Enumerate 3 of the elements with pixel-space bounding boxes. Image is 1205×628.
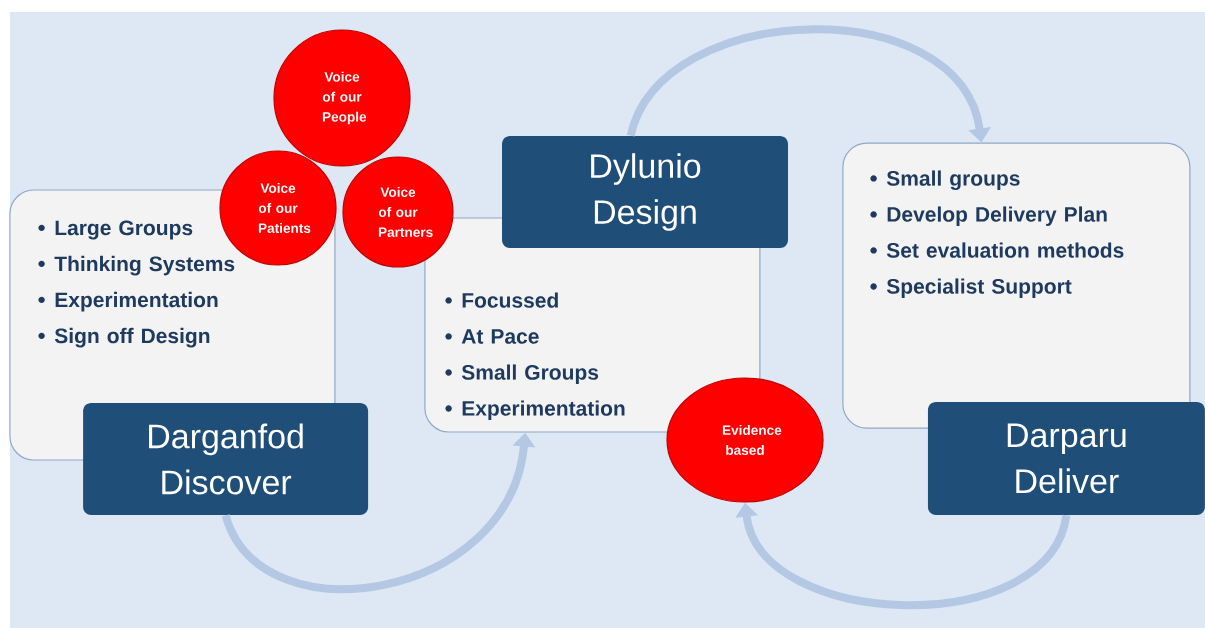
title-box: Darganfod Discover — [83, 403, 369, 515]
title-box: Darparu Deliver — [927, 401, 1205, 515]
title-box: Dylunio Design — [502, 136, 788, 248]
